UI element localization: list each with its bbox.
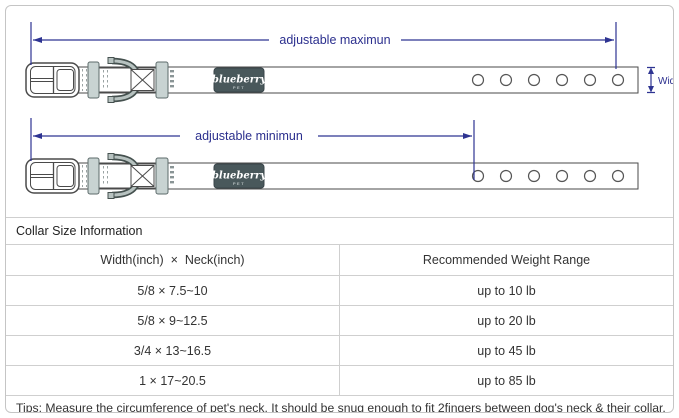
table-header-row: Width(inch) × Neck(inch) Recommended Wei… bbox=[6, 244, 673, 275]
weight-cell: up to 85 lb bbox=[477, 373, 536, 388]
size-column-header: Width(inch) × Neck(inch) bbox=[6, 245, 340, 275]
collar-top: blueberry PET bbox=[26, 58, 638, 103]
table-row: 3/4 × 13~16.5 up to 45 lb bbox=[6, 335, 673, 365]
dimension-min: adjustable minimun bbox=[30, 118, 475, 180]
adjustable-maximum-label: adjustable maximun bbox=[279, 33, 390, 47]
size-cell: 1 × 17~20.5 bbox=[6, 366, 340, 395]
table-row: 1 × 17~20.5 up to 85 lb bbox=[6, 365, 673, 395]
tips-text: Tips: Measure the circumference of pet's… bbox=[6, 395, 673, 412]
table-row: 5/8 × 9~12.5 up to 20 lb bbox=[6, 305, 673, 335]
weight-cell: up to 10 lb bbox=[477, 283, 536, 298]
weight-column-header: Recommended Weight Range bbox=[422, 253, 591, 267]
dimension-max: adjustable maximun bbox=[30, 22, 617, 69]
collar-size-diagram: blueberry PET adjustable maximun Width b… bbox=[6, 22, 673, 217]
table-title: Collar Size Information bbox=[6, 217, 673, 244]
brand-patch-text: blueberry bbox=[212, 75, 267, 86]
weight-cell: up to 45 lb bbox=[477, 343, 536, 358]
weight-cell: up to 20 lb bbox=[477, 313, 536, 328]
brand-patch-text: blueberry bbox=[212, 171, 267, 182]
width-label: Width bbox=[658, 76, 673, 87]
size-cell: 3/4 × 13~16.5 bbox=[6, 336, 340, 365]
size-cell: 5/8 × 7.5~10 bbox=[6, 276, 340, 305]
brand-patch-subtext: PET bbox=[233, 85, 245, 90]
dimension-width: Width bbox=[647, 66, 673, 94]
brand-patch-subtext: PET bbox=[233, 181, 245, 186]
adjustable-minimum-label: adjustable minimun bbox=[195, 129, 303, 143]
collar-size-table: Collar Size Information Width(inch) × Ne… bbox=[6, 217, 673, 412]
product-card: blueberry PET adjustable maximun Width b… bbox=[5, 5, 674, 413]
table-row: 5/8 × 7.5~10 up to 10 lb bbox=[6, 275, 673, 305]
size-cell: 5/8 × 9~12.5 bbox=[6, 306, 340, 335]
collar-bottom: blueberry PET bbox=[26, 154, 638, 199]
